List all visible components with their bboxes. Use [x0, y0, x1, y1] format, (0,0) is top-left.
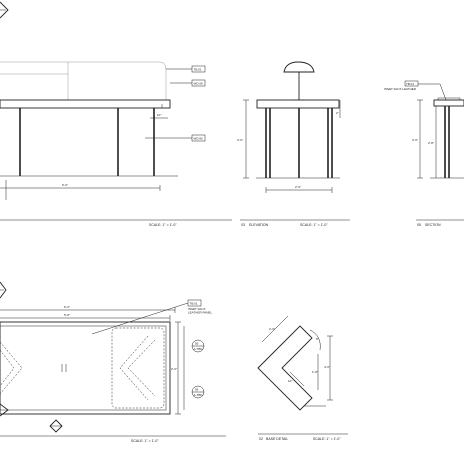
scale-front-elevation: SCALE: 1" = 1'-0" [149, 223, 177, 227]
section-dim-inner: 2'-8" [428, 141, 434, 145]
section-title: SECTION [425, 223, 441, 227]
desk-top [0, 99, 171, 109]
section-note: INSET FAUX LEATHER [384, 87, 417, 91]
plan-base-chevron-right [119, 335, 149, 401]
side-dim-small: 2" [336, 111, 339, 115]
side-dim-overall: 2'-6" [295, 185, 301, 189]
plan-marker-bottom [49, 419, 63, 433]
tag-tb01: TB.01 [194, 68, 202, 72]
base-dim-1: 2'-6" [269, 327, 275, 331]
plan-leather-panel [111, 327, 165, 409]
plan-dim-top2: 5'-8" [64, 313, 70, 317]
svg-text:A-TBD: A-TBD [194, 393, 204, 397]
base-detail-shape [257, 325, 313, 411]
section-number: 05 [417, 223, 421, 227]
side-elevation-view: 3'-0" 2" 2'-6" 03 ELEVATION SCALE: 1" = … [237, 61, 350, 227]
plan-note-2: LEATHER PANEL [188, 311, 212, 315]
side-elevation-title: ELEVATION [249, 223, 269, 227]
plan-dim-side: 2'-6" [171, 367, 177, 371]
svg-text:A-TBD: A-TBD [194, 347, 204, 351]
plan-marker-top [0, 281, 7, 299]
front-elevation-view: TB.01 WD.06 WD.06 10" 6'-0" SCALE: 1" = … [0, 1, 232, 227]
tag-wd06-top: WD.06 [194, 82, 204, 86]
svg-text:05: 05 [195, 388, 199, 392]
chair-outline [0, 61, 167, 100]
side-dim-height: 3'-0" [237, 138, 243, 142]
side-elevation-number: 03 [241, 223, 245, 227]
base-dim-5: 4'-0" [324, 365, 330, 369]
lamp [283, 61, 315, 101]
plan-dim-top1: 6'-0" [64, 305, 70, 309]
plan-marker-b: 05 A-TBD [191, 385, 205, 399]
section-marker-top-left [0, 1, 9, 19]
base-detail-view: 2'-6" 6" 1'-8" 10" 4'-0" 02 BASE DETAIL … [257, 315, 348, 441]
plan-note-1: INSET FAUX [188, 307, 205, 311]
plan-desk-inner [0, 325, 167, 411]
base-detail-number: 02 [259, 437, 263, 441]
side-desk-top [256, 99, 340, 109]
scale-side-elevation: SCALE: 1" = 1'-0" [300, 223, 328, 227]
plan-desk-outline [0, 321, 171, 415]
scale-base-detail: SCALE: 1" = 1'-0" [313, 437, 341, 441]
scale-plan: SCALE: 1" = 1'-0" [131, 439, 159, 443]
plan-view: TB.01 INSET FAUX LEATHER PANEL 6'-0" 5'-… [0, 281, 226, 443]
base-dim-4: 10" [288, 379, 292, 383]
dim-overall: 6'-0" [62, 183, 68, 187]
base-dim-3: 1'-8" [312, 370, 318, 374]
plan-tag: TB.01 [190, 302, 198, 306]
plan-base-chevron-left [0, 341, 23, 395]
section-top [433, 99, 464, 107]
section-dim-height: 3'-0" [412, 138, 418, 142]
plan-marker-a: 05 A-TBD [191, 339, 205, 353]
dim-reveal: 10" [157, 113, 161, 117]
base-dim-2: 6" [316, 337, 319, 341]
svg-text:05: 05 [195, 342, 199, 346]
material-tags: TB.01 WD.06 WD.06 [145, 65, 206, 142]
section-tag: TB.01 [406, 82, 414, 86]
base-detail-title: BASE DETAIL [266, 437, 288, 441]
section-view: TB.01 INSET FAUX LEATHER 3'-0" 2'-8" 05 … [384, 80, 464, 227]
tag-wd06-body: WD.06 [194, 137, 204, 141]
